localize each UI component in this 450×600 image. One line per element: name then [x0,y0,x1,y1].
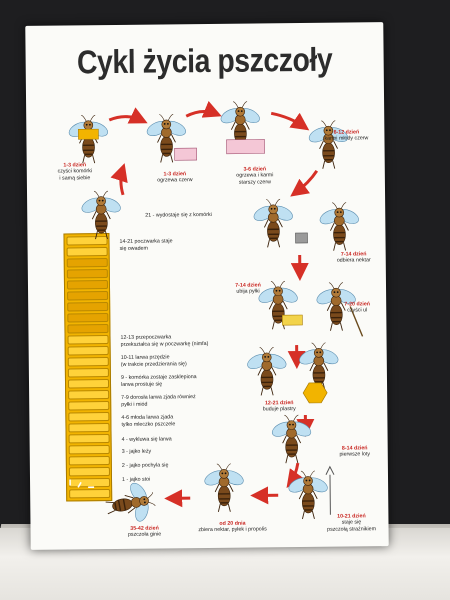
development-label: 1 - jajko stoi [121,476,151,483]
arrow-icon [185,100,222,118]
development-label: 21 - wydostaje się z komórki [145,211,212,219]
bee-forager [201,462,247,513]
bee-nectar-carrier [250,198,296,249]
development-label: 4-6 młoda larwa zjada tylko mleczko pszc… [121,414,176,428]
arrow-icon [286,462,305,488]
development-label: 3 - jajko leży [121,448,152,455]
bee-resting [244,346,290,397]
development-label: 10-11 larwa przędzie (w trakcie przedzie… [120,354,187,368]
arrow-icon [108,107,148,124]
bee-emerging [78,190,124,241]
spear-icon [325,465,335,515]
development-label: 4 - wykluwa się larwa [121,436,172,443]
illustration [66,100,364,530]
poster: Cykl życia pszczoły [25,22,389,550]
development-label: 9 - komórka zostaje zasklepiona larwa pr… [120,374,197,388]
bucket-icon [295,232,308,244]
egg-icon [69,479,95,489]
development-label: 12-13 przepoczwarka przekształca się w p… [120,334,209,348]
development-label: 2 - jajko pochyla się [121,462,169,469]
broom-icon [349,306,364,337]
development-label: 14-21 poczwarka staje się owadem [119,238,173,252]
arrow-icon [290,170,319,197]
arrow-icon [110,163,128,196]
arrow-icon [270,111,310,131]
development-label: 7-9 dorosła larwa zjada również pyłki i … [121,394,196,408]
honeycomb-cell-icon [302,382,328,404]
